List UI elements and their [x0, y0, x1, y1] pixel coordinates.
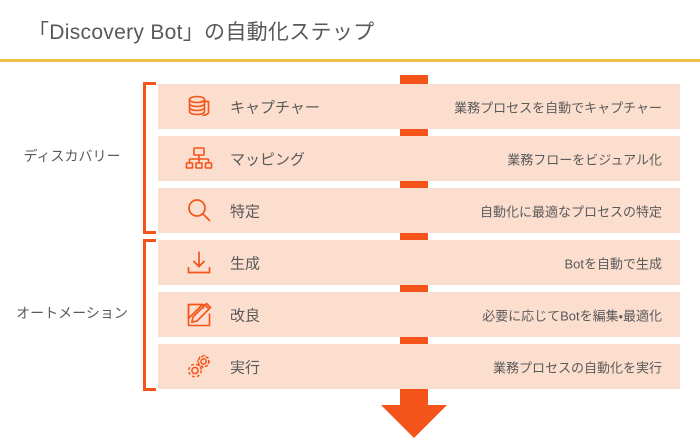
step-description: 業務プロセスを自動でキャプチャー	[454, 100, 662, 115]
title-divider	[0, 59, 700, 62]
pencil-edit-icon	[182, 298, 216, 332]
flow-arrow-segment	[400, 283, 428, 294]
step-label: 生成	[230, 255, 261, 272]
flow-arrow-segment	[400, 335, 428, 346]
step-description: 業務プロセスの自動化を実行	[492, 360, 662, 375]
gears-icon	[182, 350, 216, 384]
step-row[interactable]: 特定 自動化に最適なプロセスの特定	[158, 188, 680, 233]
flow-arrow-segment	[400, 75, 428, 86]
page-header: 「Discovery Bot」の自動化ステップ	[0, 0, 700, 62]
step-description: 業務フローをビジュアル化	[507, 152, 662, 167]
step-row[interactable]: マッピング 業務フローをビジュアル化	[158, 136, 680, 181]
sitemap-icon	[182, 142, 216, 176]
group-bracket-discovery	[143, 82, 156, 234]
step-label: 特定	[230, 203, 261, 220]
group-label-automation: オートメーション	[16, 305, 128, 321]
group-label-discovery: ディスカバリー	[23, 148, 121, 164]
step-label: キャプチャー	[230, 99, 320, 116]
database-stack-icon	[182, 90, 216, 124]
downward-flow-arrow-head	[381, 389, 447, 438]
step-row[interactable]: キャプチャー 業務プロセスを自動でキャプチャー	[158, 84, 680, 129]
step-label: 実行	[230, 359, 261, 376]
step-description: 必要に応じてBotを編集・最適化	[482, 308, 662, 323]
group-bracket-automation	[143, 239, 156, 391]
flow-arrow-segment	[400, 127, 428, 138]
download-arrow-icon	[182, 246, 216, 280]
step-label: 改良	[230, 307, 261, 324]
step-label: マッピング	[230, 151, 306, 168]
step-description: Botを自動で生成	[564, 256, 662, 271]
step-row[interactable]: 生成 Botを自動で生成	[158, 240, 680, 285]
step-row[interactable]: 実行 業務プロセスの自動化を実行	[158, 344, 680, 389]
flow-arrow-segment	[400, 179, 428, 190]
page-title: 「Discovery Bot」の自動化ステップ	[28, 21, 375, 44]
step-description: 自動化に最適なプロセスの特定	[479, 204, 662, 219]
flow-arrow-segment	[400, 231, 428, 242]
step-row[interactable]: 改良 必要に応じてBotを編集・最適化	[158, 292, 680, 337]
magnifier-icon	[182, 194, 216, 228]
